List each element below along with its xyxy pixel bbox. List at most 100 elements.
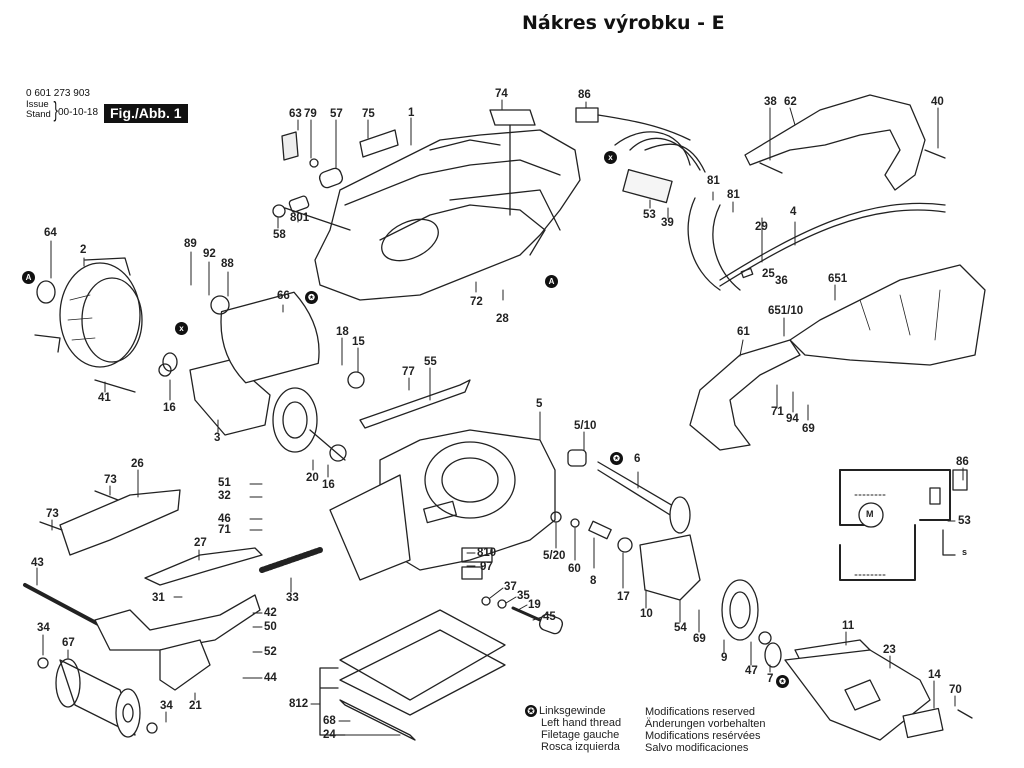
issue-stand-labels: Issue Stand (26, 100, 51, 120)
part-label: 72 (470, 296, 483, 308)
part-label: 32 (218, 490, 231, 502)
part-label: 651/10 (768, 305, 804, 317)
cable-assembly (575, 107, 946, 291)
part-label: 5/20 (543, 550, 566, 562)
part-label: 70 (949, 684, 962, 696)
screw-38 (759, 162, 783, 174)
part-label: 8 (590, 575, 597, 587)
part-label: 37 (504, 581, 517, 593)
part-label: 77 (402, 366, 415, 378)
part-label: 92 (203, 248, 216, 260)
part-label: 35 (517, 590, 530, 602)
gear-housing-5 (329, 429, 556, 581)
label-plate-74 (489, 109, 536, 126)
part-label: 50 (264, 621, 277, 633)
part-label: 53 (958, 515, 971, 527)
part-label: 79 (304, 108, 317, 120)
part-label: 7 (767, 673, 774, 685)
marker-a: A (22, 271, 35, 284)
part-label: 63 (289, 108, 302, 120)
pulley-9 (721, 579, 759, 641)
page-title: Nákres výrobku - E (522, 12, 725, 34)
part-label: 41 (98, 392, 111, 404)
issue-label: Issue (26, 99, 49, 110)
part-label: 66 (277, 290, 290, 302)
part-label: 89 (184, 238, 197, 250)
part-label: 44 (264, 672, 277, 684)
part-label: 73 (104, 474, 117, 486)
screw-73 (39, 521, 63, 531)
part-label: 5 (536, 398, 543, 410)
part-label: 34 (160, 700, 173, 712)
part-label: 6 (634, 453, 641, 465)
part-label: 24 (323, 729, 336, 741)
part-label: 11 (842, 620, 855, 632)
legend-text: Linksgewinde (539, 705, 606, 717)
part-label: 651 (828, 273, 848, 285)
part-label: 86 (578, 89, 591, 101)
supply-symbol: s (962, 547, 968, 557)
platen-26 (59, 489, 181, 556)
gear-cover-10 (639, 534, 701, 601)
motor-symbol: M (866, 509, 874, 519)
part-label: 36 (775, 275, 788, 287)
extraction-tube-61 (689, 339, 801, 451)
part-label: 43 (31, 557, 44, 569)
part-label: 60 (568, 563, 581, 575)
part-label: 25 (762, 268, 775, 280)
part-label: 67 (62, 637, 75, 649)
left-thread-icon: ✪ (305, 291, 318, 304)
part-label: 81 (727, 189, 740, 201)
modifications-legend: Modifications reserved Änderungen vorbeh… (645, 706, 765, 754)
screw-70 (957, 709, 973, 719)
screw-40 (924, 149, 946, 159)
pulley-7 (764, 642, 782, 668)
part-label: 10 (640, 608, 653, 620)
part-label: 20 (306, 472, 319, 484)
part-label: 2 (80, 244, 87, 256)
magnet-shield-66 (220, 291, 320, 384)
part-label: 52 (264, 646, 277, 658)
roller-67 (55, 658, 141, 738)
part-label: 9 (721, 652, 728, 664)
part-label: 23 (883, 644, 896, 656)
axle-43 (23, 583, 102, 627)
part-label: 86 (956, 456, 969, 468)
legend-text: Modifications resérvées (645, 730, 761, 742)
part-label: 16 (163, 402, 176, 414)
ring-88 (210, 295, 230, 315)
legend-text: Salvo modificaciones (645, 742, 749, 754)
tension-lever-27 (144, 547, 263, 586)
part-label: 58 (273, 229, 286, 241)
left-thread-icon: ✪ (525, 705, 537, 718)
bracket-55 (359, 379, 471, 429)
legend-text: Modifications reserved (645, 706, 756, 718)
part-label: 74 (495, 88, 508, 100)
legend-text: Left hand thread (541, 717, 622, 730)
part-label: 69 (693, 633, 706, 645)
part-label: 4 (790, 206, 797, 218)
marker-a: A (545, 275, 558, 288)
part-label: 810 (477, 547, 497, 559)
part-label: 73 (46, 508, 59, 520)
label-plate-75 (359, 129, 399, 158)
dust-bag-651 (789, 264, 986, 366)
legend-text: Änderungen vorbehalten (645, 718, 766, 730)
part-label: 57 (330, 108, 343, 120)
part-label: 39 (661, 217, 674, 229)
leader-lines (36, 99, 964, 736)
roller-frame (94, 594, 261, 651)
part-label: 19 (528, 599, 541, 611)
part-label: 34 (37, 622, 50, 634)
label-plate-14 (902, 707, 944, 739)
part-label: 97 (480, 561, 493, 573)
washer-34 (37, 657, 49, 669)
part-label: 47 (745, 665, 758, 677)
part-label: 1 (408, 107, 415, 119)
part-label: 45 (543, 611, 556, 623)
part-label: 29 (755, 221, 768, 233)
part-label: 61 (737, 326, 750, 338)
switch-parts (272, 131, 351, 231)
field-coil-2 (34, 257, 143, 393)
